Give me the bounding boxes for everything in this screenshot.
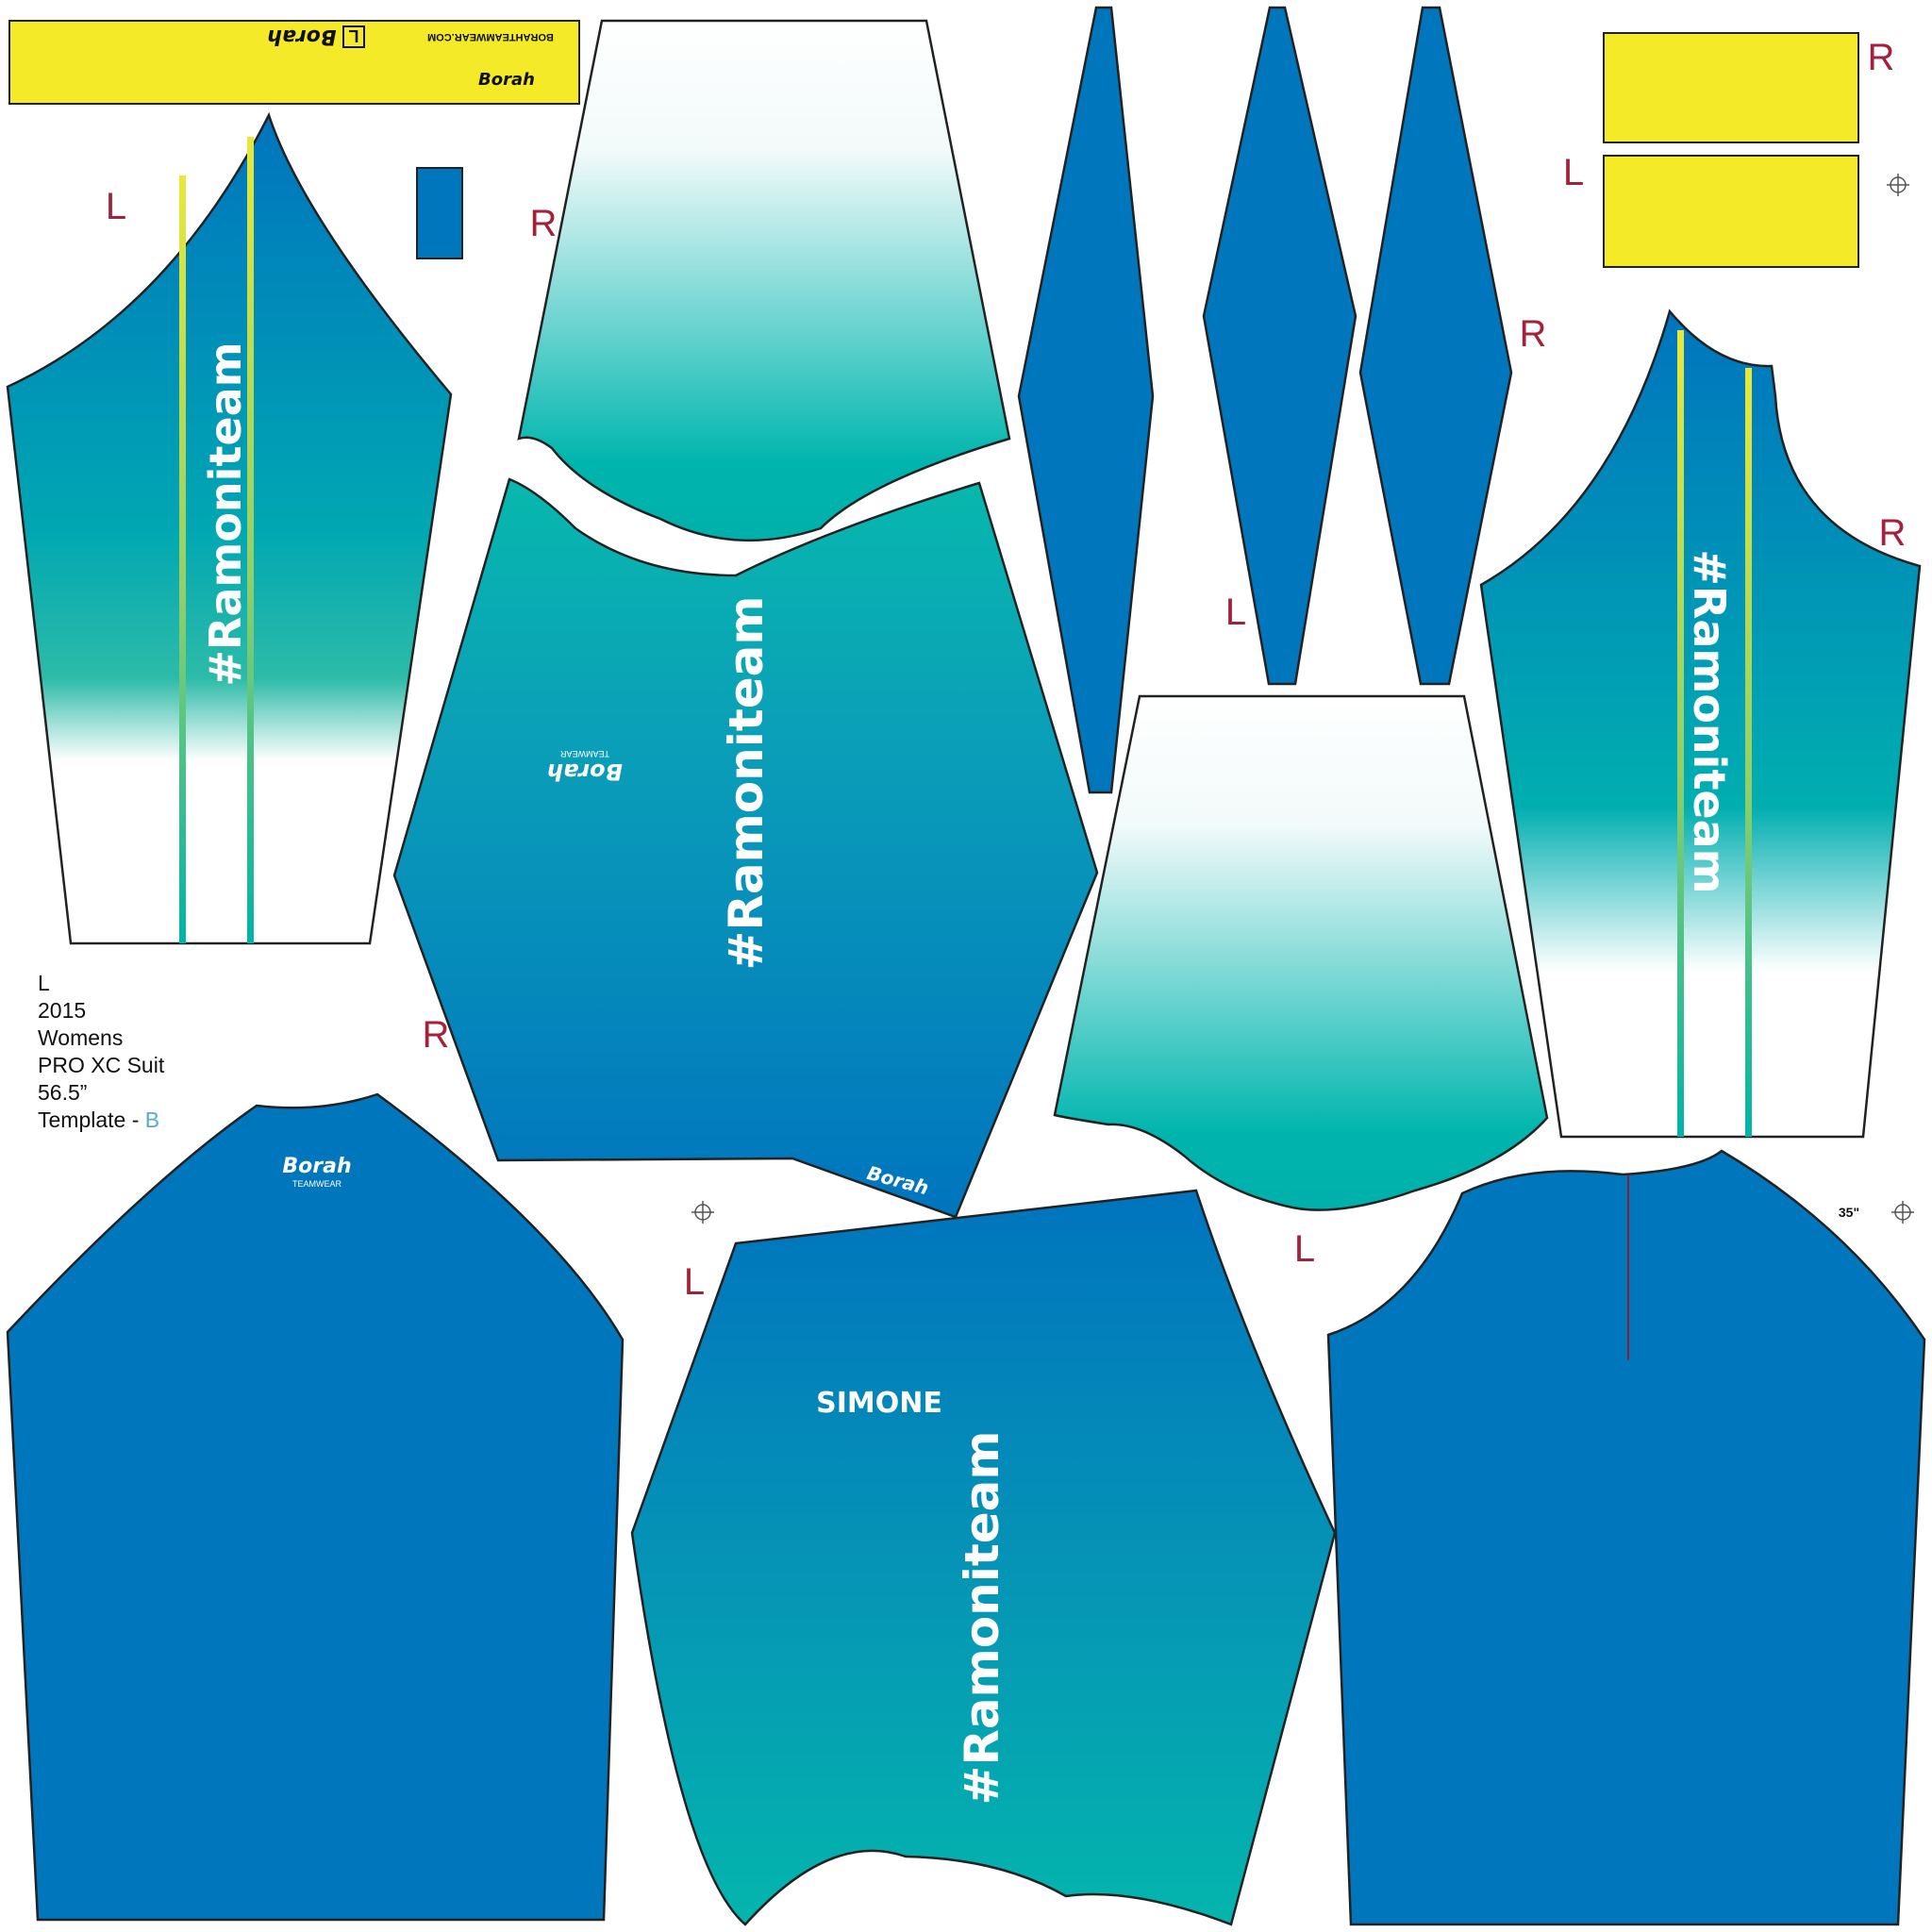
side-gusset-2 (1202, 6, 1357, 686)
mark-gusset-left: L (1225, 591, 1246, 633)
left-sleeve-panel (6, 111, 453, 945)
small-tab-panel (416, 167, 463, 259)
front-panel-lower (630, 1189, 1337, 1926)
leg-upper-panel (517, 19, 1011, 542)
template-product: PRO XC Suit (38, 1053, 165, 1077)
cuff-left-panel (1603, 155, 1859, 268)
back-panel-logo: Borah (282, 1155, 351, 1178)
front-panel-center (392, 477, 1099, 1219)
side-gusset-3 (1358, 6, 1513, 686)
size-tag-box (342, 25, 365, 48)
registration-mark-icon (1887, 174, 1909, 196)
cuff-right-panel (1603, 32, 1859, 143)
leg-lower-panel (1053, 694, 1549, 1211)
measure-label: 35" (1839, 1205, 1859, 1220)
mark-leg-lower: L (1294, 1228, 1315, 1270)
template-length: 56.5” (38, 1080, 88, 1105)
mark-cuff-right: R (1868, 37, 1895, 78)
template-letter: B (144, 1108, 160, 1132)
template-info: L 2015 Womens PRO XC Suit 56.5” Template… (38, 970, 164, 1134)
waistband-logo: Borah (267, 25, 336, 48)
sleeve-stripe-1 (179, 175, 186, 943)
mark-right-sleeve: R (1879, 512, 1907, 554)
right-sleeve-stripe-2 (1745, 368, 1752, 1137)
right-sleeve-team-text: #Ramoniteam (1684, 549, 1735, 893)
left-sleeve-team-text: #Ramoniteam (200, 341, 251, 686)
template-label: Template - B (38, 1107, 164, 1134)
template-year: 2015 (38, 998, 87, 1023)
center-panel-logo: Borah (547, 758, 623, 785)
template-gender: Womens (38, 1025, 124, 1050)
size-tag: L (349, 26, 359, 45)
center-logo-group: Borah TEAMWEAR (547, 749, 623, 785)
mark-leg-upper: R (530, 203, 558, 244)
waistband-url: BORAHTEAMWEAR.COM (427, 31, 554, 42)
center-panel-team-text: #Ramoniteam (719, 596, 774, 971)
mark-left-sleeve: L (106, 186, 126, 227)
back-panel-logo-sub: TEAMWEAR (292, 1179, 342, 1189)
mark-gusset-right: R (1520, 313, 1547, 355)
waistband-panel (8, 20, 580, 105)
center-panel-logo-sub: TEAMWEAR (560, 749, 610, 758)
mark-center-panel: R (423, 1014, 450, 1056)
mark-cuff-left: L (1563, 152, 1584, 193)
mark-front-lower: L (684, 1261, 705, 1303)
sleeve-stripe-2 (247, 137, 254, 943)
back-panel-left (6, 1092, 625, 1922)
rider-name: SIMONE (816, 1387, 942, 1420)
waistband-logo-right: Borah (478, 70, 535, 90)
template-size: L (38, 971, 50, 995)
template-prefix: Template - (38, 1108, 145, 1132)
right-sleeve-stripe-1 (1677, 330, 1684, 1137)
right-sleeve-panel (1479, 308, 1922, 1139)
registration-mark-icon (1891, 1201, 1914, 1224)
lower-panel-team-text: #Ramoniteam (955, 1431, 1009, 1806)
side-gusset-1 (1017, 6, 1155, 794)
back-panel-right (1326, 1149, 1926, 1926)
waistband-logo-group: Borah L (267, 25, 365, 48)
registration-mark-icon (691, 1201, 714, 1224)
